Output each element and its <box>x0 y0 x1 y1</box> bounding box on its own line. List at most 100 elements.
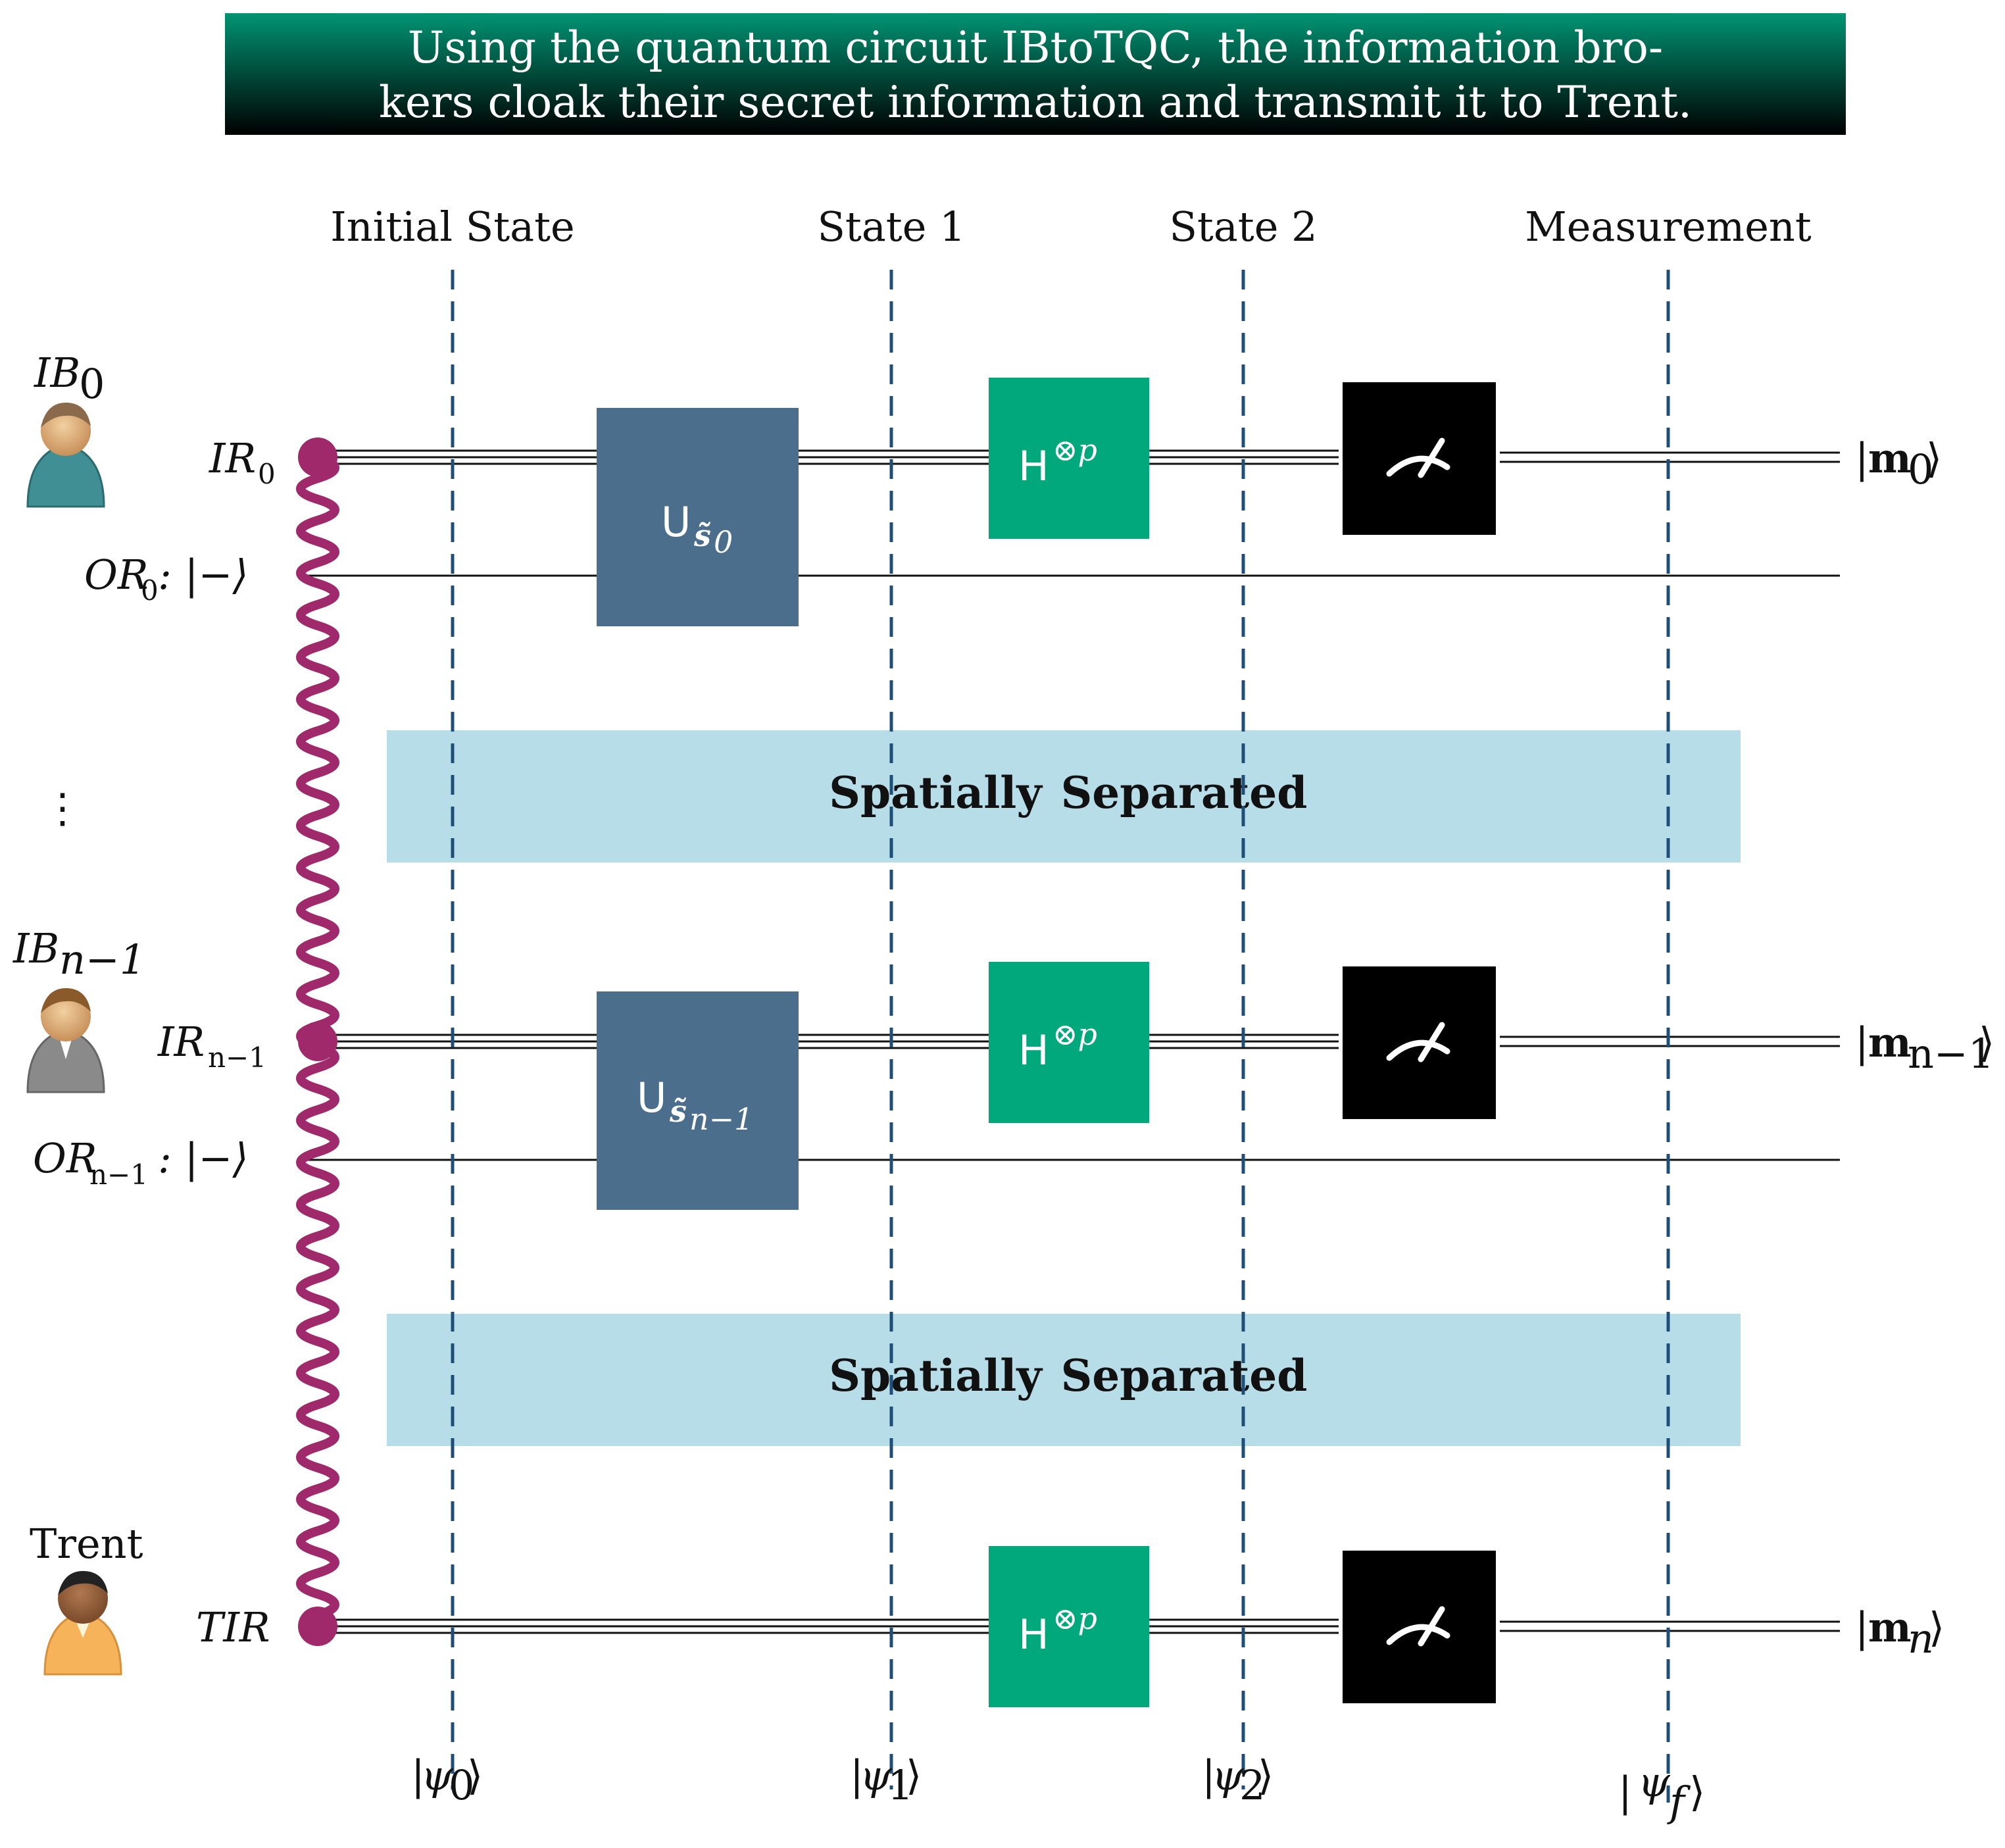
party-trent: Trent <box>30 1520 143 1676</box>
svg-text:⟩: ⟩ <box>467 1751 483 1799</box>
svg-text:⟩: ⟩ <box>1926 434 1942 482</box>
hadamard-gate-trent-base: H <box>1018 1611 1049 1659</box>
banner-line-1: Using the quantum circuit IBtoTQC, the i… <box>408 22 1663 73</box>
meter-icon <box>1386 1022 1450 1062</box>
output-ket-0: | m 0 ⟩ <box>1855 434 1942 493</box>
wire-label-tir-text: TIR <box>196 1603 270 1651</box>
oracle-gate-0-subsub: 0 <box>714 524 733 560</box>
party-ib0: IB 0 <box>26 349 105 508</box>
svg-text:⟩: ⟩ <box>1689 1768 1705 1816</box>
output-ket-n-1-sub: n−1 <box>1908 1030 1994 1078</box>
oracle-gate-n-1-sub: s̃ <box>669 1093 687 1129</box>
wire-label-orn-suffix: : |−⟩ <box>158 1134 249 1182</box>
state-ket-1: | ψ 1 ⟩ <box>850 1751 922 1809</box>
output-ket-n-1: | m n−1 ⟩ <box>1855 1018 1994 1078</box>
stage-label-initial: Initial State <box>330 203 574 251</box>
state-ket-0: | ψ 0 ⟩ <box>411 1751 483 1809</box>
wire-label-or0-sub: 0 <box>141 574 159 607</box>
party-ib0-name: IB <box>34 349 80 397</box>
oracle-gate-0-sub: s̃ <box>693 518 711 553</box>
person-gray-icon <box>26 988 105 1093</box>
separator-band-2-word-2: Separated <box>1061 1350 1308 1401</box>
meter-icon <box>1386 1606 1450 1647</box>
state-ket-f-psi: ψ <box>1638 1758 1671 1806</box>
state-ket-0-sub: 0 <box>449 1761 474 1809</box>
oracle-gate-0-base: U <box>661 498 691 546</box>
state-ket-2: | ψ 2 ⟩ <box>1202 1751 1274 1809</box>
separator-band-2-word-1: Spatially <box>829 1350 1043 1401</box>
separator-band-2: Spatially Separated <box>387 1314 1741 1446</box>
wire-label-ir0-sub: 0 <box>258 458 276 490</box>
stage-label-state-1: State 1 <box>817 203 965 251</box>
state-ket-0-psi: ψ <box>421 1751 454 1799</box>
wire-label-irn: IR n−1 <box>157 1018 266 1074</box>
wire-label-irn-text: IR <box>157 1018 205 1066</box>
person-teal-icon <box>26 403 105 508</box>
meter-icon <box>1386 437 1450 478</box>
output-ket-n-1-bold: m <box>1868 1018 1912 1066</box>
entanglement-node-ir0 <box>298 437 337 477</box>
measure-gate-0 <box>1343 382 1496 535</box>
wire-label-tir: TIR <box>196 1603 270 1651</box>
party-ibn-sub: n−1 <box>59 936 145 984</box>
wire-label-orn: OR n−1 : |−⟩ <box>33 1134 249 1191</box>
banner: Using the quantum circuit IBtoTQC, the i… <box>225 13 1846 135</box>
entanglement-node-irn <box>298 1022 337 1061</box>
separator-band-2-bg <box>387 1314 1741 1446</box>
state-ket-2-psi: ψ <box>1212 1751 1245 1799</box>
party-ibn-name: IB <box>12 924 59 972</box>
state-ket-1-sub: 1 <box>887 1761 913 1809</box>
person-orange-icon <box>43 1571 122 1676</box>
svg-text:|: | <box>1855 1603 1869 1651</box>
oracle-gate-0: U s̃ 0 <box>597 408 799 626</box>
separator-band-1-word-1: Spatially <box>829 767 1043 818</box>
output-ket-0-sub: 0 <box>1908 445 1933 493</box>
output-ket-n-sub: n <box>1908 1614 1934 1662</box>
svg-text:⟩: ⟩ <box>1929 1603 1944 1651</box>
svg-text:⟩: ⟩ <box>906 1751 922 1799</box>
hadamard-gate-trent-sup: ⊗p <box>1052 1601 1097 1636</box>
hadamard-gate-n-1-base: H <box>1018 1026 1049 1074</box>
wire-label-ir0-text: IR <box>209 434 256 482</box>
svg-text:|: | <box>411 1751 425 1799</box>
separator-band-1: Spatially Separated <box>387 730 1741 862</box>
wire-label-or0-suffix: : |−⟩ <box>158 551 249 599</box>
vertical-ellipsis: ⋮ <box>42 784 83 832</box>
oracle-gate-n-1: U s̃ n−1 <box>597 991 799 1210</box>
oracle-gate-n-1-subsub: n−1 <box>689 1101 753 1137</box>
wire-irn <box>316 1034 1840 1049</box>
output-ket-n: | m n ⟩ <box>1855 1603 1944 1662</box>
svg-text:|: | <box>1855 1018 1869 1066</box>
hadamard-gate-n-1-sup: ⊗p <box>1052 1016 1097 1052</box>
state-ket-2-sub: 2 <box>1239 1761 1265 1809</box>
wire-label-orn-text: OR <box>33 1134 97 1182</box>
hadamard-gate-trent: H ⊗p <box>989 1546 1149 1707</box>
entanglement-node-tir <box>298 1607 337 1646</box>
wire-label-irn-sub: n−1 <box>208 1041 266 1074</box>
wire-tir <box>316 1618 1840 1634</box>
svg-text:|: | <box>1202 1751 1216 1799</box>
svg-text:⟩: ⟩ <box>1979 1018 1994 1066</box>
stage-dividers <box>451 270 1670 1803</box>
oracle-gate-n-1-base: U <box>637 1074 666 1122</box>
wire-label-or0: OR 0 : |−⟩ <box>84 551 249 607</box>
stage-label-measurement: Measurement <box>1525 203 1812 251</box>
svg-text:|: | <box>850 1751 864 1799</box>
svg-text:|: | <box>1855 434 1869 482</box>
measure-gate-trent <box>1343 1551 1496 1703</box>
hadamard-gate-0: H ⊗p <box>989 378 1149 539</box>
wire-label-orn-sub: n−1 <box>89 1159 148 1191</box>
svg-text:|: | <box>1618 1768 1632 1816</box>
party-ib0-sub: 0 <box>79 360 105 408</box>
state-ket-1-psi: ψ <box>860 1751 893 1799</box>
wire-label-ir0: IR 0 <box>209 434 276 490</box>
svg-text:⟩: ⟩ <box>1258 1751 1274 1799</box>
stage-label-state-2: State 2 <box>1169 203 1317 251</box>
wire-label-or0-text: OR <box>84 551 149 599</box>
party-trent-name: Trent <box>30 1520 143 1568</box>
hadamard-gate-n-1: H ⊗p <box>989 962 1149 1123</box>
separator-band-1-bg <box>387 730 1741 862</box>
state-ket-f-sub: f <box>1667 1778 1691 1826</box>
